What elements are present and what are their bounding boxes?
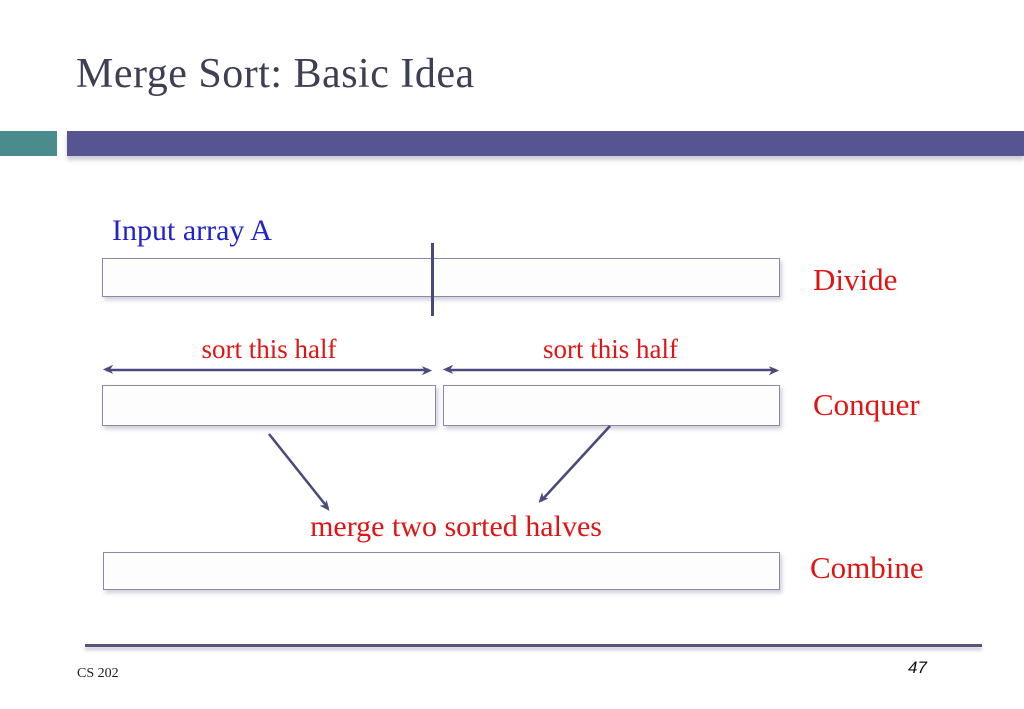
merge-left-arrow-icon [267, 433, 328, 508]
slide-title: Merge Sort: Basic Idea [76, 51, 475, 97]
stage-label-conquer: Conquer [813, 387, 920, 422]
left-half-box [102, 385, 436, 426]
merge-right-arrow-icon [541, 425, 611, 501]
stage-label-combine: Combine [810, 550, 924, 585]
accent-purple-bar [67, 131, 1024, 156]
page-number: 47 [908, 658, 927, 677]
merge-label: merge two sorted halves [310, 510, 602, 543]
sort-right-label: sort this half [543, 334, 678, 364]
input-array-label: Input array A [112, 214, 272, 247]
footer-divider-line [85, 644, 982, 647]
divide-split-line [431, 243, 434, 316]
accent-teal-square [0, 131, 57, 156]
footer-course-label: CS 202 [77, 666, 119, 681]
input-array-box [102, 258, 780, 297]
right-half-box [443, 385, 780, 426]
merged-array-box [103, 552, 780, 590]
stage-label-divide: Divide [813, 262, 898, 297]
sort-left-label: sort this half [201, 334, 337, 364]
